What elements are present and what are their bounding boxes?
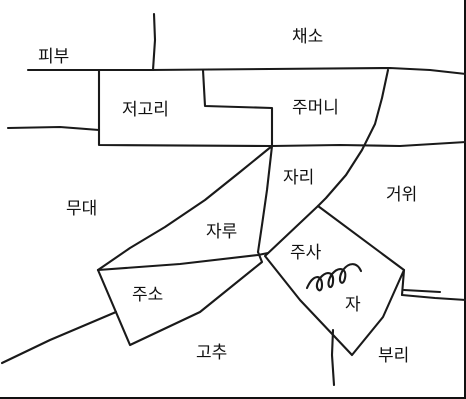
boundary-bottom-right: [400, 268, 466, 302]
boundary-jaru-bottom: [96, 251, 270, 272]
boundary-middle-horizontal: [270, 140, 466, 148]
label-chaeso: 채소: [292, 27, 323, 47]
region-labels: 피부 채소 저고리 주머니 무대 자리 거위 자루 주사 자 주소 고추 부리: [38, 27, 417, 366]
boundary-jeogori-box: [97, 68, 274, 148]
label-buri: 부리: [378, 346, 409, 366]
boundary-juso-box: [96, 250, 264, 347]
label-mudae: 무대: [66, 199, 97, 219]
label-ja: 자: [345, 295, 361, 315]
label-jeogori: 저고리: [122, 100, 169, 120]
boundary-lines: [0, 12, 466, 387]
label-jaru: 자루: [206, 222, 237, 242]
boundary-bottom-vertical: [330, 328, 336, 387]
boundary-top-vertical: [151, 12, 157, 72]
boundary-lower-right: [402, 288, 442, 294]
boundary-jari-curve: [316, 68, 390, 208]
spring-coil: [305, 263, 363, 292]
boundary-jari-left: [256, 144, 274, 254]
boundary-bottom-left-diagonal: [0, 310, 118, 365]
boundary-left-horizontal: [6, 125, 101, 132]
label-pibu: 피부: [38, 47, 69, 67]
boundary-jaru-curve: [96, 144, 274, 272]
boundary-jusa-box: [263, 204, 406, 357]
label-jusa: 주사: [290, 243, 322, 263]
label-jumeoni: 주머니: [292, 98, 339, 118]
boundary-upper-horizontal: [26, 66, 466, 76]
label-gochu: 고추: [196, 343, 227, 363]
label-jari: 자리: [283, 168, 314, 188]
label-juso: 주소: [132, 285, 163, 305]
label-geowi: 거위: [386, 185, 417, 205]
